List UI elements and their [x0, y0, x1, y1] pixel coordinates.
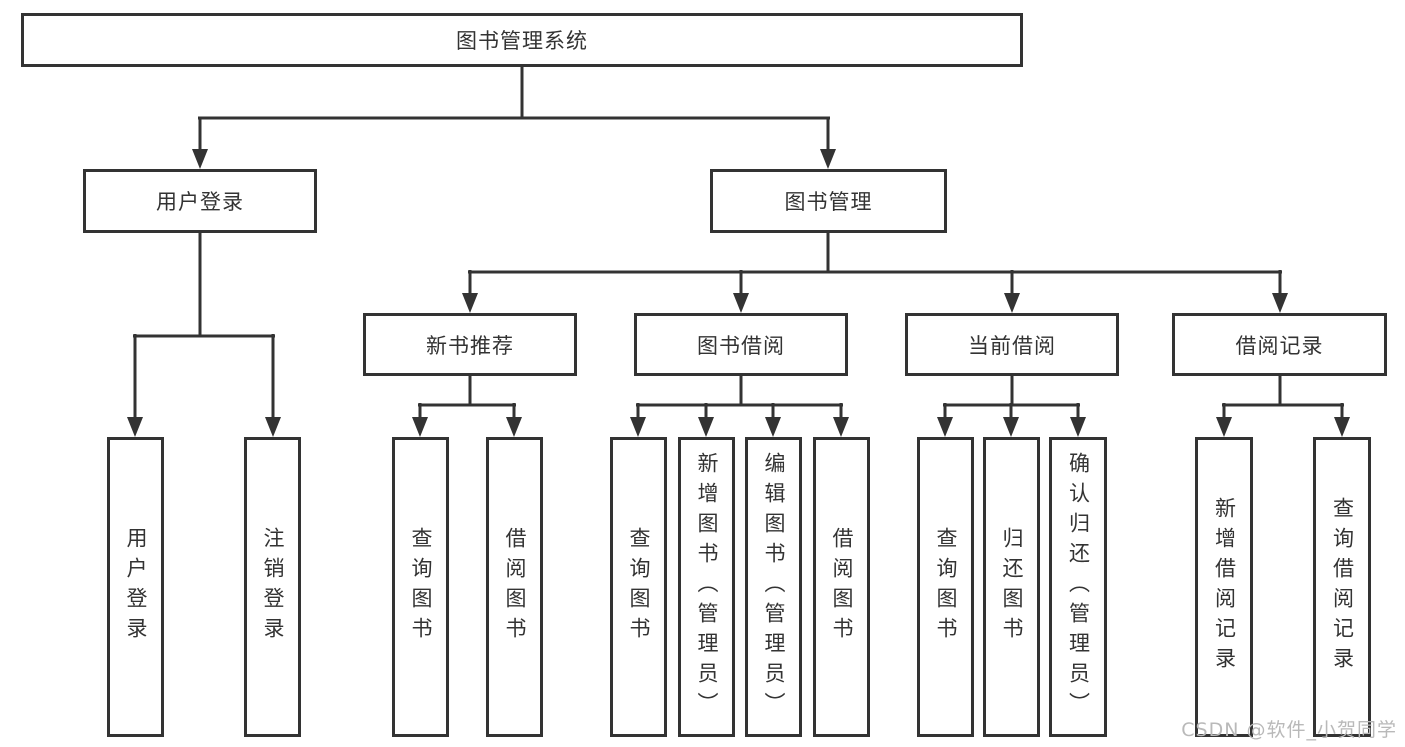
node-label: 查询图书 [934, 527, 958, 647]
node-label: 查询图书 [409, 527, 433, 647]
node-book-borrow: 图书借阅 [634, 313, 848, 376]
node-label: 图书管理 [784, 190, 873, 214]
node-label: 查询借阅记录 [1330, 497, 1355, 677]
node-label: 确认归还（管理员） [1066, 452, 1091, 722]
connector-book-management-to-level3 [462, 233, 1288, 313]
node-label: 借阅图书 [830, 527, 854, 647]
node-borrow-records: 借阅记录 [1172, 313, 1387, 376]
leaf-query-borrow-record: 查询借阅记录 [1313, 437, 1371, 737]
node-label: 新增图书（管理员） [695, 452, 719, 722]
leaf-query-books-current: 查询图书 [917, 437, 974, 737]
leaf-query-books-borrow: 查询图书 [610, 437, 667, 737]
node-label: 新增借阅记录 [1212, 497, 1237, 677]
node-label: 借阅图书 [503, 527, 527, 647]
leaf-edit-book-admin: 编辑图书（管理员） [745, 437, 802, 737]
node-label: 归还图书 [1000, 527, 1024, 647]
node-root: 图书管理系统 [21, 13, 1023, 67]
node-label: 图书借阅 [697, 333, 785, 358]
connector-new-book-recommend-to-leaves [412, 376, 522, 437]
node-label: 用户登录 [124, 527, 148, 647]
node-book-management: 图书管理 [710, 169, 947, 233]
node-label: 新书推荐 [426, 333, 514, 358]
node-label: 查询图书 [627, 527, 651, 647]
node-label: 当前借阅 [968, 333, 1056, 358]
leaf-user-login: 用户登录 [107, 437, 164, 737]
node-current-borrow: 当前借阅 [905, 313, 1119, 376]
watermark: CSDN @软件_小贺同学 [1181, 719, 1397, 741]
node-label: 借阅记录 [1235, 333, 1324, 358]
leaf-query-books-recommend: 查询图书 [392, 437, 449, 737]
connector-borrow-records-to-leaves [1216, 376, 1350, 437]
node-user-login: 用户登录 [83, 169, 317, 233]
leaf-borrow-books-borrow: 借阅图书 [813, 437, 870, 737]
connector-current-borrow-to-leaves [937, 376, 1086, 437]
leaf-logout: 注销登录 [244, 437, 301, 737]
leaf-borrow-books-recommend: 借阅图书 [486, 437, 543, 737]
connector-book-borrow-to-leaves [630, 376, 849, 437]
leaf-add-borrow-record: 新增借阅记录 [1195, 437, 1253, 737]
connector-user-login-to-leaves [127, 233, 281, 437]
node-label: 注销登录 [261, 527, 285, 647]
leaf-return-book: 归还图书 [983, 437, 1040, 737]
node-label: 图书管理系统 [456, 29, 588, 53]
leaf-confirm-return-admin: 确认归还（管理员） [1049, 437, 1107, 737]
node-label: 编辑图书（管理员） [762, 452, 786, 722]
node-new-book-recommend: 新书推荐 [363, 313, 577, 376]
connector-root-to-level2 [192, 67, 836, 169]
node-label: 用户登录 [156, 190, 244, 214]
leaf-add-book-admin: 新增图书（管理员） [678, 437, 735, 737]
